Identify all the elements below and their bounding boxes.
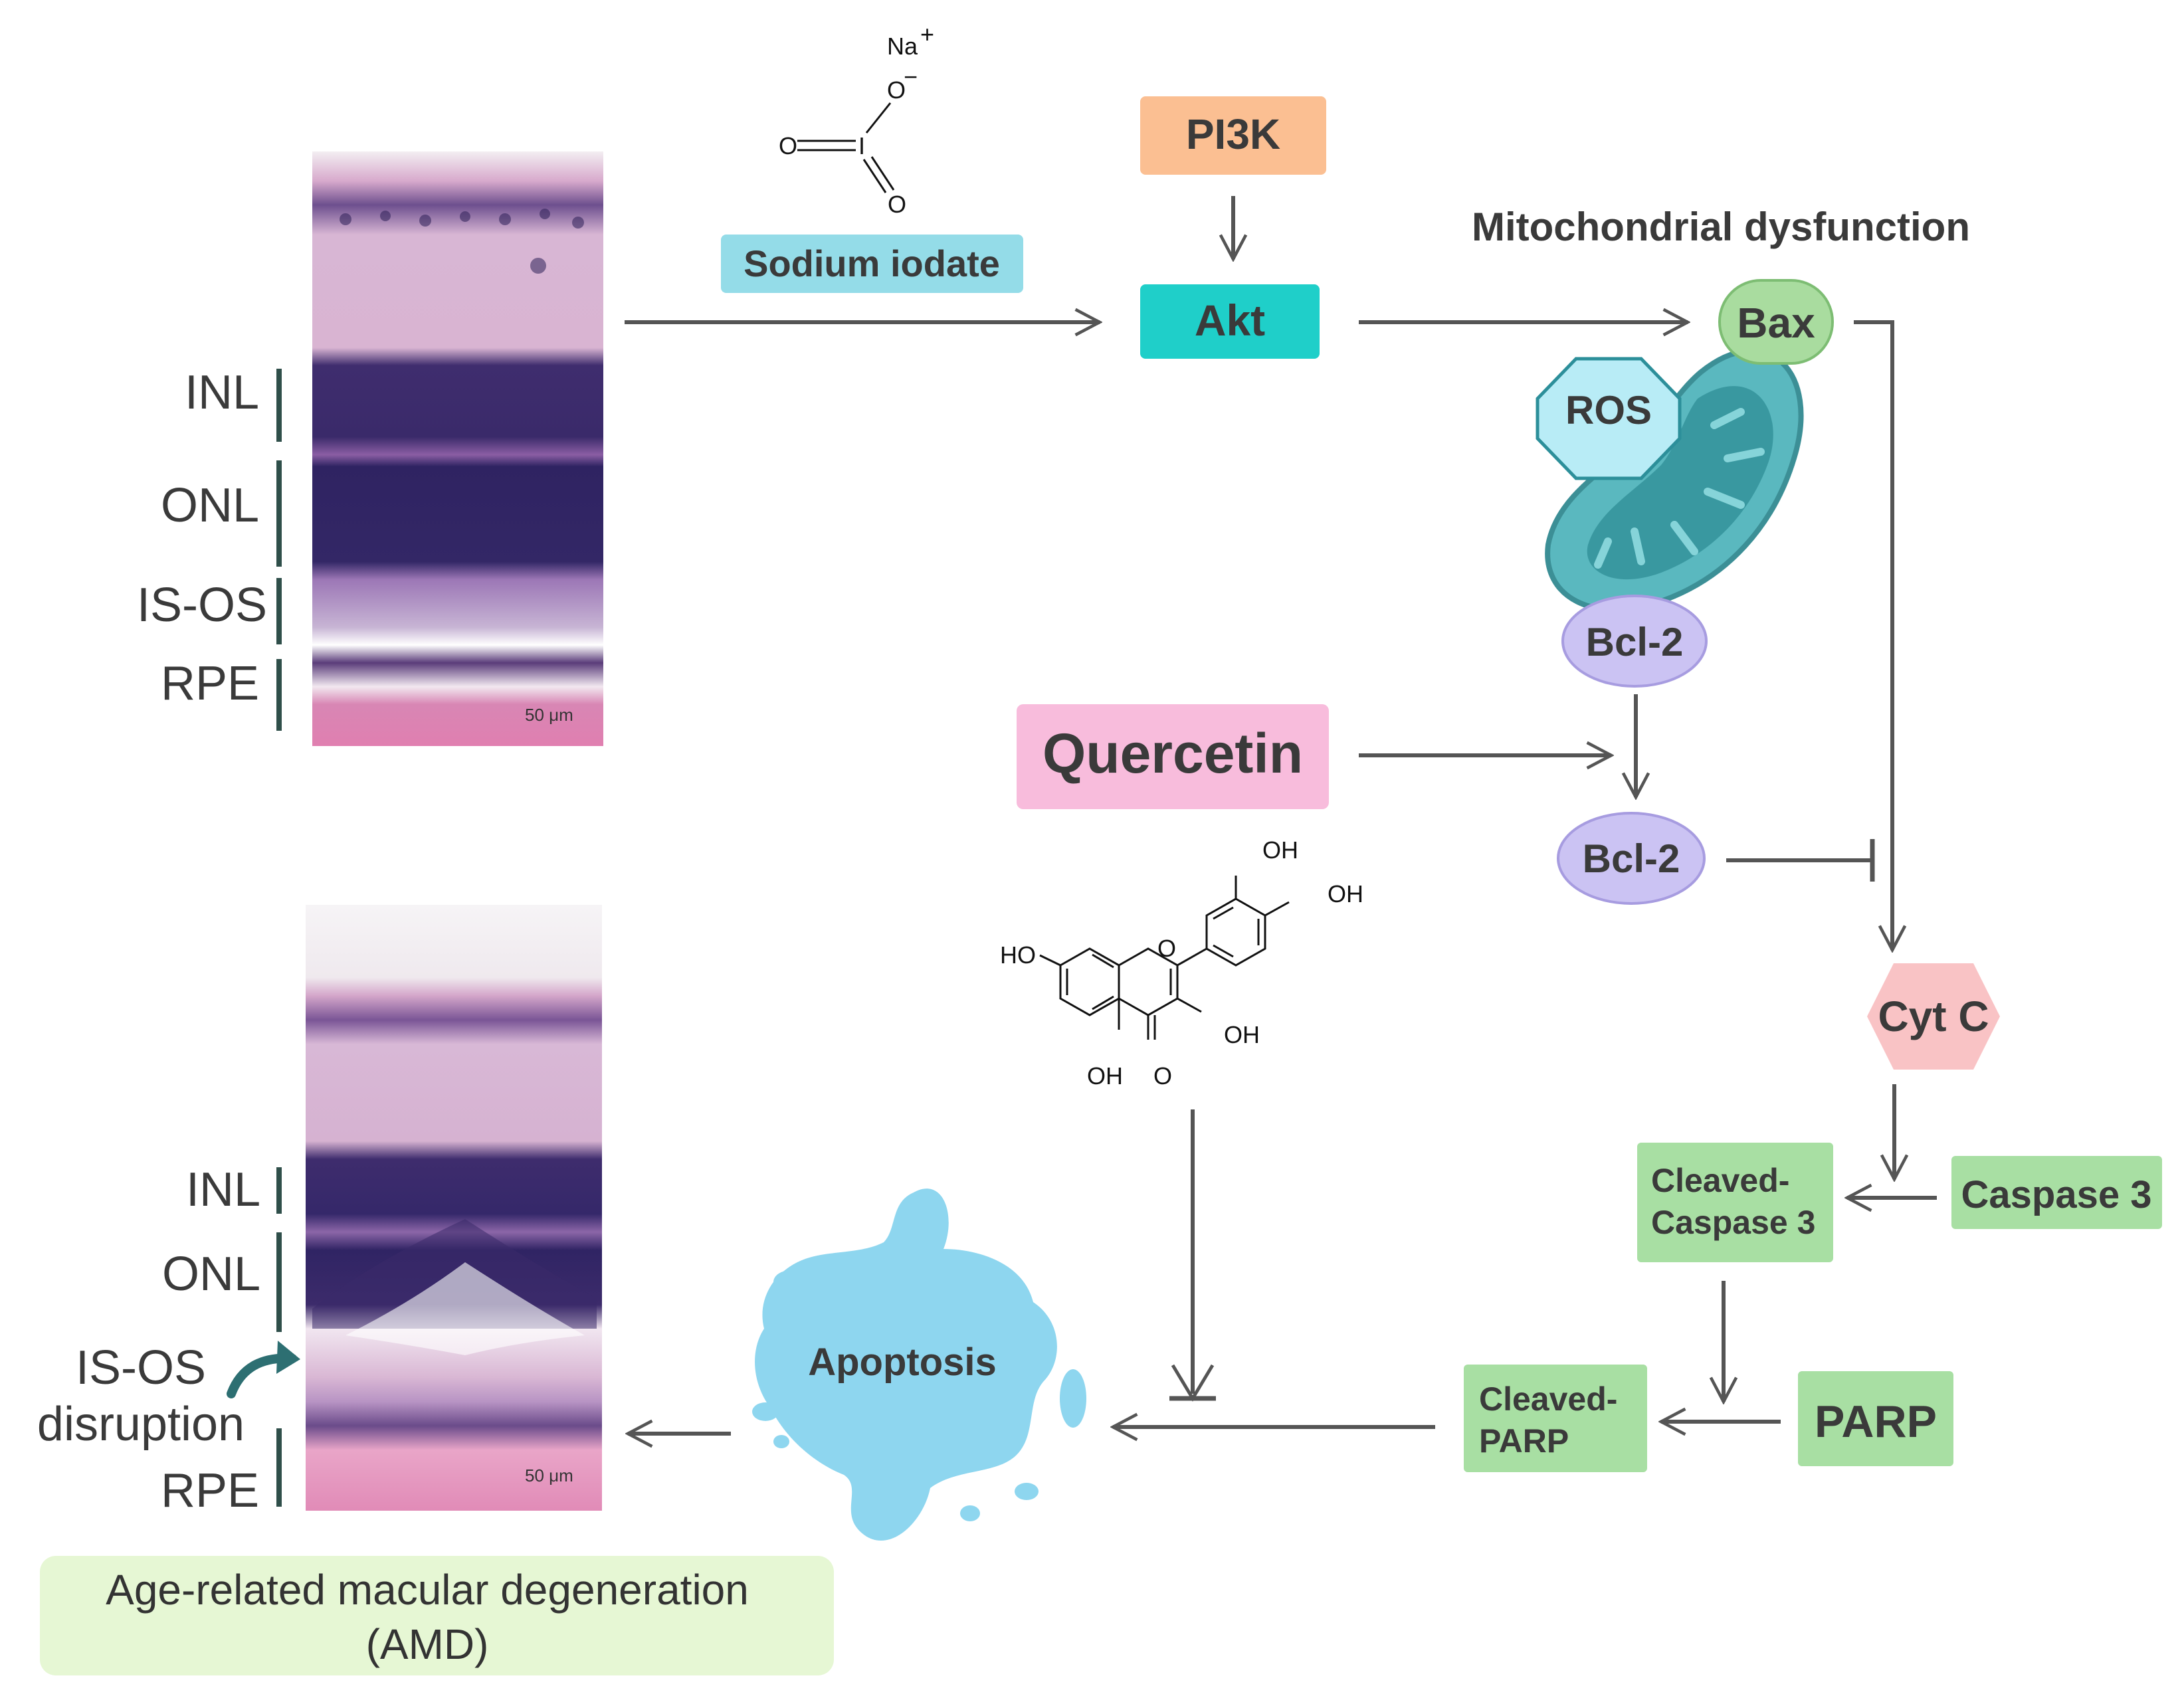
svg-text:OH: OH (1328, 880, 1363, 907)
scale-bar-text: 50 μm (525, 705, 573, 725)
quercetin-structure-labels: OH OH HO O OH OH O (1000, 836, 1363, 1090)
svg-text:Akt: Akt (1195, 296, 1265, 345)
bax-node: Bax (1718, 279, 1834, 365)
bcl2-node-top: Bcl-2 (1561, 595, 1708, 688)
svg-text:O: O (888, 191, 906, 218)
layer-label-isos: IS-OS (76, 1341, 206, 1394)
layer-label-onl: ONL (161, 479, 259, 532)
layer-label-rpe: RPE (161, 657, 259, 710)
svg-text:PARP: PARP (1815, 1396, 1937, 1447)
layer-bracket-isos (276, 578, 282, 644)
layer-label-disruption: disruption (37, 1398, 245, 1451)
bcl2-node-bottom: Bcl-2 (1557, 812, 1706, 905)
svg-text:Bcl-2: Bcl-2 (1586, 620, 1684, 664)
retina-histology-amd: 50 μm (306, 905, 602, 1511)
svg-text:O: O (1153, 1062, 1172, 1090)
svg-text:Bcl-2: Bcl-2 (1583, 836, 1680, 881)
svg-text:Cyt C: Cyt C (1878, 993, 1989, 1040)
svg-text:O: O (887, 76, 906, 104)
svg-text:PI3K: PI3K (1186, 110, 1280, 158)
layer-label-onl: ONL (162, 1248, 260, 1301)
layer-label-inl: INL (185, 366, 259, 419)
amd-label-box: Age-related macular degeneration (AMD) (40, 1556, 834, 1675)
layer-labels-bottom: INL ONL IS-OS disruption RPE (37, 1163, 300, 1517)
apoptosis-label: Apoptosis (808, 1341, 997, 1384)
layer-label-inl: INL (186, 1163, 260, 1216)
pi3k-node: PI3K (1140, 96, 1326, 175)
layer-label-rpe: RPE (161, 1464, 259, 1517)
quercetin-structure (1039, 876, 1290, 1040)
svg-text:PARP: PARP (1479, 1422, 1569, 1460)
svg-text:Caspase 3: Caspase 3 (1651, 1204, 1815, 1241)
svg-text:O: O (1157, 935, 1176, 962)
caspase3-node: Caspase 3 (1951, 1156, 2162, 1229)
svg-text:Caspase 3: Caspase 3 (1961, 1173, 2152, 1216)
mitochondrial-dysfunction-title: Mitochondrial dysfunction (1472, 205, 1970, 249)
layer-bracket-onl (276, 1232, 282, 1332)
svg-text:Quercetin: Quercetin (1042, 722, 1303, 785)
svg-text:Bax: Bax (1737, 299, 1815, 347)
cleaved-caspase3-node: Cleaved- Caspase 3 (1637, 1143, 1833, 1262)
mitochondrion-icon (1545, 348, 1804, 613)
layer-bracket-onl (276, 460, 282, 567)
svg-text:−: − (904, 63, 918, 90)
curved-arrowhead-icon (276, 1341, 300, 1374)
svg-text:OH: OH (1262, 836, 1298, 864)
apoptosis-splash-icon (752, 1188, 1086, 1541)
amd-label-line1: Age-related macular degeneration (106, 1566, 749, 1614)
cytc-node: Cyt C (1867, 963, 2000, 1070)
quercetin-node: Quercetin (1017, 704, 1329, 809)
svg-text:O: O (779, 132, 797, 159)
svg-text:HO: HO (1000, 941, 1036, 969)
inhibit-quercetin-arrowhead (1171, 1364, 1215, 1402)
svg-text:ROS: ROS (1565, 388, 1652, 432)
layer-labels-top: INL ONL IS-OS RPE (137, 366, 282, 731)
svg-text:I: I (858, 132, 865, 159)
retina-histology-normal: 50 μm (312, 151, 603, 746)
akt-node: Akt (1140, 284, 1320, 359)
svg-text:+: + (920, 21, 934, 48)
svg-text:Cleaved-: Cleaved- (1651, 1162, 1789, 1199)
sodium-iodate-node: Sodium iodate (721, 235, 1023, 293)
arrows (625, 196, 1937, 1434)
layer-label-isos: IS-OS (137, 579, 267, 632)
layer-bracket-rpe (276, 659, 282, 731)
layer-bracket-inl (276, 1167, 282, 1214)
svg-text:OH: OH (1224, 1021, 1260, 1048)
layer-bracket-rpe (276, 1428, 282, 1507)
arrow-bax-to-cytc (1854, 320, 1892, 950)
layer-bracket-inl (276, 369, 282, 442)
ros-node: ROS (1536, 357, 1682, 480)
svg-text:OH: OH (1087, 1062, 1123, 1090)
svg-text:Sodium iodate: Sodium iodate (744, 242, 1000, 284)
amd-label-line2: (AMD) (366, 1620, 489, 1668)
svg-text:Na: Na (887, 33, 918, 60)
scale-bar-text: 50 μm (525, 1466, 573, 1485)
svg-text:Cleaved-: Cleaved- (1479, 1380, 1617, 1418)
parp-node: PARP (1798, 1371, 1953, 1466)
sodium-iodate-structure: Na + O − O I O (779, 21, 934, 218)
cleaved-parp-node: Cleaved- PARP (1464, 1365, 1647, 1472)
